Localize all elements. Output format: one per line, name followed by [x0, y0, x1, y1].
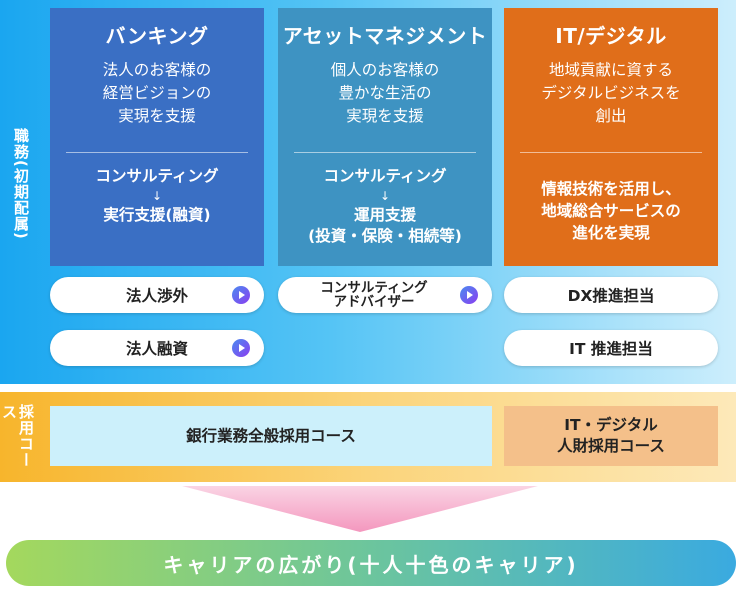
banking-desc-line: 経営ビジョンの: [102, 84, 212, 102]
play-icon: [460, 286, 478, 304]
it-course-box: IT・デジタル 人財採用コース: [504, 406, 718, 466]
it-desc-line: 創出: [595, 107, 627, 125]
asset-role-line: コンサルティング: [323, 167, 447, 185]
general-course-box: 銀行業務全般採用コース: [50, 406, 492, 466]
consulting-advisor-line: コンサルティング: [320, 280, 428, 296]
dx-promotion-label: DX推進担当: [567, 287, 655, 305]
asset-description: 個人のお客様の 豊かな生活の 実現を支援: [278, 59, 492, 128]
consulting-advisor-line: アドバイザー: [333, 294, 415, 310]
it-desc-line: デジタルビジネスを: [541, 84, 681, 102]
divider: [66, 152, 248, 153]
divider: [520, 152, 702, 153]
it-description: 地域貢献に資する デジタルビジネスを 創出: [504, 59, 718, 128]
funnel-arrow: [182, 486, 538, 532]
consulting-advisor-button[interactable]: コンサルティング アドバイザー: [278, 277, 492, 313]
it-course-line: 人財採用コース: [557, 437, 665, 455]
asset-title: アセットマネジメント: [282, 24, 488, 48]
play-icon: [232, 286, 250, 304]
it-role-line: 情報技術を活用し、: [541, 180, 681, 198]
corporate-sales-label: 法人渉外: [125, 287, 188, 305]
asset-role-line: 運用支援: [353, 206, 416, 224]
down-arrow-icon: ↓: [151, 189, 163, 203]
it-column: IT/デジタル 地域貢献に資する デジタルビジネスを 創出 情報技術を活用し、 …: [504, 8, 718, 266]
banking-column: バンキング 法人のお客様の 経営ビジョンの 実現を支援 コンサルティング ↓ 実…: [50, 8, 264, 266]
asset-roles: コンサルティング ↓ 運用支援 (投資・保険・相続等): [278, 166, 492, 247]
it-course-label: IT・デジタル 人財採用コース: [557, 415, 665, 457]
banking-desc-line: 実現を支援: [118, 107, 196, 125]
asset-role-line: (投資・保険・相続等): [308, 227, 462, 245]
corporate-loan-label: 法人融資: [125, 340, 188, 358]
corporate-loan-button[interactable]: 法人融資: [50, 330, 264, 366]
it-role-line: 地域総合サービスの: [541, 202, 681, 220]
it-promotion-button[interactable]: IT 推進担当: [504, 330, 718, 366]
asset-column: アセットマネジメント 個人のお客様の 豊かな生活の 実現を支援 コンサルティング…: [278, 8, 492, 266]
dx-promotion-button[interactable]: DX推進担当: [504, 277, 718, 313]
asset-desc-line: 豊かな生活の: [338, 84, 432, 102]
role-side-label: 職務(初期配属): [12, 128, 30, 240]
asset-desc-line: 個人のお客様の: [330, 61, 440, 79]
down-arrow-icon: ↓: [379, 189, 391, 203]
course-side-label: 採用コース: [0, 404, 35, 468]
career-banner: キャリアの広がり(十人十色のキャリア): [6, 540, 736, 586]
banking-description: 法人のお客様の 経営ビジョンの 実現を支援: [50, 59, 264, 128]
it-course-line: IT・デジタル: [564, 416, 658, 434]
consulting-advisor-label: コンサルティング アドバイザー: [320, 281, 427, 309]
banking-desc-line: 法人のお客様の: [102, 61, 212, 79]
play-icon: [232, 339, 250, 357]
corporate-sales-button[interactable]: 法人渉外: [50, 277, 264, 313]
general-course-label: 銀行業務全般採用コース: [186, 426, 356, 445]
it-title: IT/デジタル: [555, 24, 667, 48]
banking-title: バンキング: [105, 24, 209, 48]
banking-role-line: 実行支援(融資): [103, 206, 211, 224]
it-role-line: 進化を実現: [572, 224, 650, 242]
it-promotion-label: IT 推進担当: [569, 340, 653, 358]
banking-roles: コンサルティング ↓ 実行支援(融資): [50, 166, 264, 226]
it-desc-line: 地域貢献に資する: [548, 61, 673, 79]
asset-desc-line: 実現を支援: [346, 107, 424, 125]
banking-role-line: コンサルティング: [95, 167, 219, 185]
divider: [294, 152, 476, 153]
it-roles: 情報技術を活用し、 地域総合サービスの 進化を実現: [504, 178, 718, 244]
